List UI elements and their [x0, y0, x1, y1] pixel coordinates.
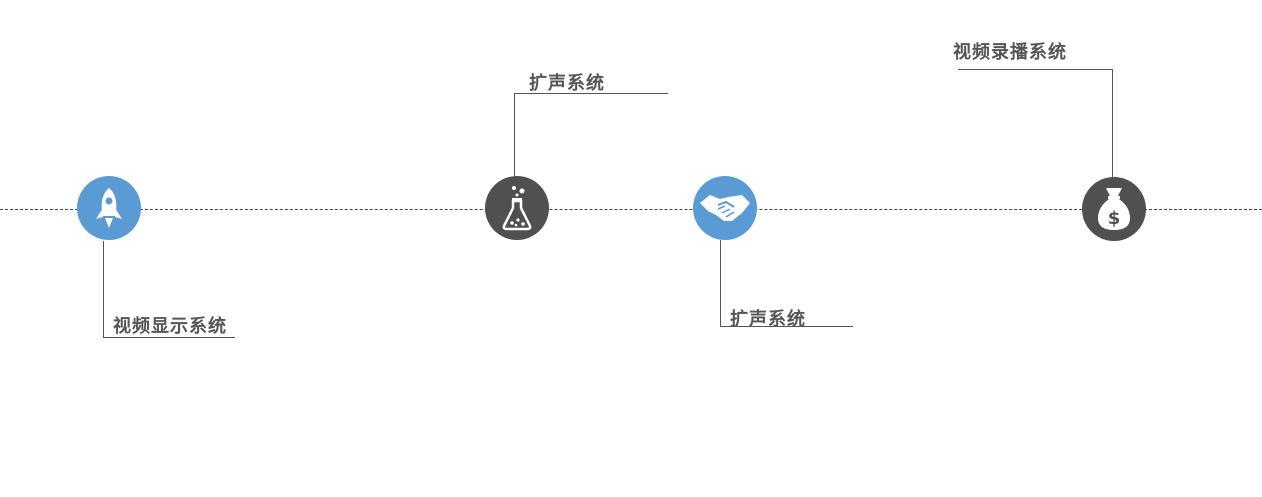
- node-3-connector-horizontal: [720, 326, 853, 327]
- node-2-label: 扩声系统: [529, 73, 605, 94]
- node-1-connector-vertical: [103, 241, 104, 337]
- node-2-circle: [485, 176, 549, 240]
- node-4-connector-horizontal: [958, 69, 1112, 70]
- node-4-connector-vertical: [1112, 69, 1113, 177]
- node-3-label: 扩声系统: [730, 309, 806, 330]
- node-4-label: 视频录播系统: [953, 42, 1067, 63]
- node-3-connector-vertical: [720, 240, 721, 326]
- node-2-connector-vertical: [514, 93, 515, 177]
- node-1-label: 视频显示系统: [113, 316, 227, 337]
- timeline-dashed-line: [0, 209, 1262, 210]
- handshake-icon: [700, 195, 750, 221]
- rocket-icon: [96, 188, 122, 228]
- node-4-circle: $: [1082, 177, 1146, 241]
- node-2-connector-horizontal: [514, 93, 668, 94]
- money-bag-icon: $: [1098, 188, 1130, 230]
- node-1-connector-horizontal: [103, 337, 235, 338]
- node-3-circle: [693, 176, 757, 240]
- node-1-circle: [77, 176, 141, 240]
- flask-icon: [502, 186, 532, 231]
- svg-text:$: $: [1108, 208, 1121, 229]
